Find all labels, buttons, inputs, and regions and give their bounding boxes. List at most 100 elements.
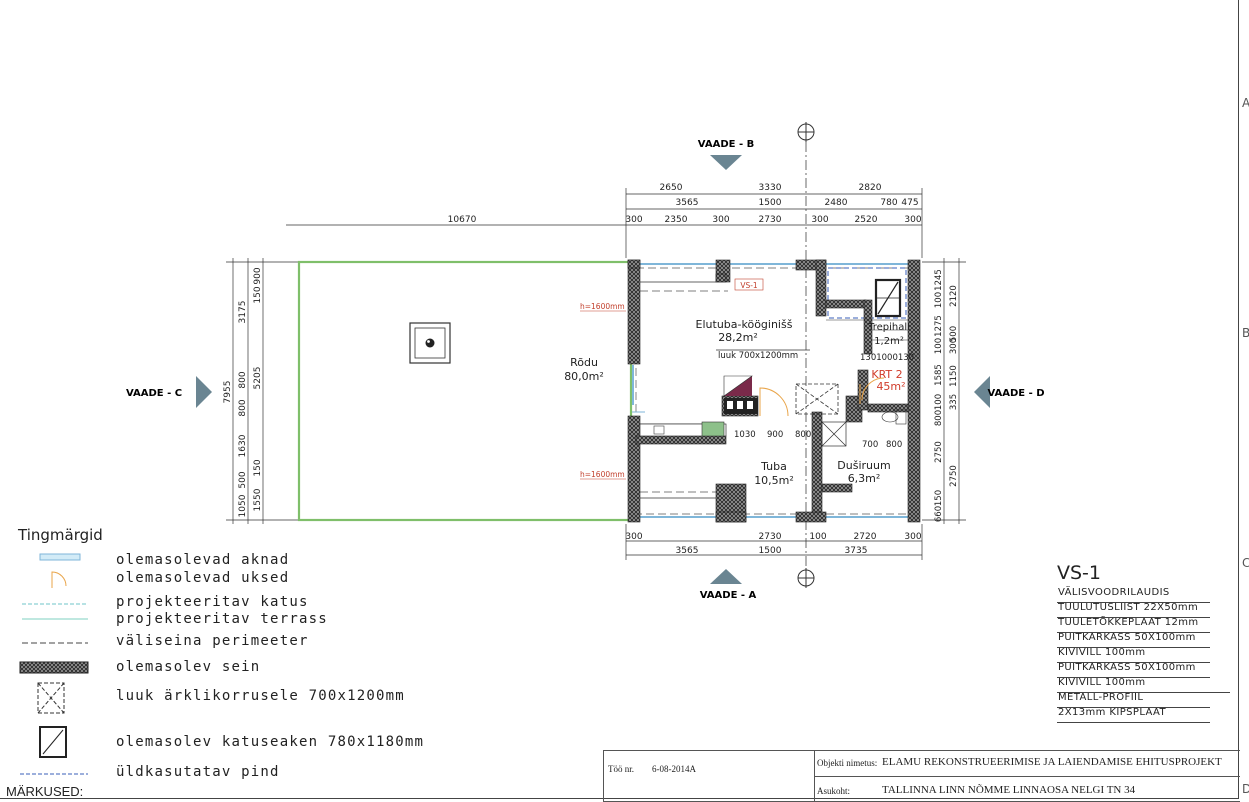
frame-letter-d: D [1242, 782, 1249, 796]
svg-text:1245: 1245 [934, 269, 944, 291]
vs1-layer: TUULETÕKKEPLAAT 12mm [1057, 617, 1210, 633]
svg-text:1585: 1585 [934, 364, 944, 386]
view-marker-c: VAADE - C [126, 376, 212, 408]
vs1-layer: PUITKARKASS 50X100mm [1057, 632, 1210, 648]
svg-text:5205: 5205 [253, 367, 263, 390]
view-label-c: VAADE - C [126, 388, 182, 399]
svg-text:1630: 1630 [238, 434, 248, 457]
svg-text:1500: 1500 [759, 546, 782, 556]
object-name-value: ELAMU REKONSTRUEERIMISE JA LAIENDAMISE E… [882, 756, 1222, 768]
room-name-shower: Duširuum [837, 459, 890, 472]
svg-text:100: 100 [934, 394, 944, 410]
room-area-living: 28,2m² [718, 331, 758, 344]
sink-icon [653, 425, 665, 435]
common-area-legend-icon [20, 773, 88, 775]
vs1-layer: TUULUTUSLIIST 22X50mm [1057, 602, 1210, 618]
shower-tray [821, 421, 847, 447]
location-value: TALLINNA LINN NÕMME LINNAOSA NELGI TN 34 [882, 784, 1136, 796]
vs1-title: VS-1 [1057, 562, 1102, 584]
vs1-layer: VÄLISVOODRILAUDIS [1057, 587, 1210, 603]
floor-plan: VAADE - B VAADE - A VAADE - C VAADE - D … [126, 122, 1045, 601]
svg-text:10670: 10670 [448, 215, 477, 225]
roof-window-plan [874, 278, 902, 318]
svg-text:100: 100 [809, 532, 826, 542]
svg-text:2650: 2650 [660, 183, 683, 193]
svg-text:2520: 2520 [855, 215, 878, 225]
svg-text:800: 800 [886, 440, 902, 450]
roof-legend-icon [22, 603, 88, 605]
svg-text:150: 150 [934, 490, 944, 506]
svg-text:2750: 2750 [934, 441, 944, 463]
view-marker-b: VAADE - B [698, 139, 754, 170]
job-number-label: Töö nr. [608, 764, 634, 774]
svg-text:300: 300 [712, 215, 729, 225]
svg-text:300: 300 [904, 532, 921, 542]
svg-text:300: 300 [625, 215, 642, 225]
svg-text:3735: 3735 [845, 546, 868, 556]
svg-text:2820: 2820 [859, 183, 882, 193]
svg-text:800: 800 [238, 399, 248, 416]
room-area-shower: 6,3m² [848, 472, 881, 485]
toilet-icon [881, 409, 907, 425]
door-legend-icon [51, 571, 67, 588]
svg-text:3330: 3330 [759, 183, 782, 193]
svg-text:3565: 3565 [676, 198, 699, 208]
stove-icon [701, 421, 725, 437]
svg-text:2750: 2750 [949, 465, 959, 487]
legend-title: Tingmärgid [18, 526, 103, 544]
room-name-tuba: Tuba [760, 460, 787, 473]
markused-label: MÄRKUSED: [6, 784, 84, 799]
legend-row-roof-window: olemasolev katuseaken 780x1180mm [18, 724, 438, 760]
view-label-d: VAADE - D [987, 388, 1044, 399]
legend-row-doors: olemasolevad uksed [18, 568, 438, 590]
legend-row-common: üldkasutatav pind [18, 762, 438, 784]
legend-row-terrace: projekteeritav terrass [18, 609, 438, 631]
svg-text:335: 335 [949, 394, 959, 410]
stair-dim: 1301000130 [860, 353, 914, 363]
room-name-balcony: Rõdu [570, 356, 598, 369]
svg-text:3565: 3565 [676, 546, 699, 556]
room-area-tuba: 10,5m² [754, 474, 794, 487]
svg-text:780: 780 [880, 198, 897, 208]
room-name-krt: KRT 2 [871, 368, 902, 381]
svg-text:1030: 1030 [734, 430, 756, 440]
room-name-living: Elutuba-kööginišš [696, 318, 793, 331]
svg-text:7955: 7955 [223, 381, 233, 404]
svg-text:150: 150 [253, 286, 263, 303]
svg-text:100: 100 [934, 292, 944, 308]
hatch-symbol [795, 383, 839, 415]
hatch-note: luuk 700x1200mm [718, 351, 798, 361]
svg-text:800: 800 [238, 371, 248, 388]
vs1-layer: PUITKARKASS 50X100mm [1057, 662, 1210, 678]
legend-row-windows: olemasolevad aknad [18, 550, 438, 572]
svg-text:1150: 1150 [949, 365, 959, 387]
hatch-legend-icon [37, 682, 65, 714]
title-block: Töö nr. 6-08-2014A Objekti nimetus: ELAM… [603, 750, 1240, 802]
svg-text:100: 100 [934, 338, 944, 354]
vs1-layer: KIVIVILL 100mm [1057, 647, 1210, 663]
svg-text:2730: 2730 [759, 215, 782, 225]
vs-tag: VS-1 [740, 281, 758, 290]
vs1-layer: KIVIVILL 100mm [1057, 677, 1230, 693]
height-note-2: h=1600mm [580, 470, 625, 479]
svg-text:500: 500 [949, 326, 959, 342]
vs-tag-box [734, 278, 764, 291]
terrace-legend-icon [22, 618, 88, 620]
roof-window-legend-icon [39, 726, 67, 758]
svg-text:2720: 2720 [854, 532, 877, 542]
svg-text:1050: 1050 [238, 494, 248, 517]
svg-text:300: 300 [904, 215, 921, 225]
room-area-stair: 1,2m² [874, 336, 904, 347]
svg-text:800: 800 [795, 430, 811, 440]
fireplace-icon [723, 375, 758, 414]
svg-text:660: 660 [934, 506, 944, 522]
view-label-b: VAADE - B [698, 139, 754, 150]
view-marker-d: VAADE - D [974, 376, 1045, 408]
svg-text:700: 700 [862, 440, 878, 450]
view-marker-a: VAADE - A [700, 569, 757, 601]
svg-text:1550: 1550 [253, 488, 263, 511]
svg-text:500: 500 [238, 471, 248, 488]
svg-text:150: 150 [253, 459, 263, 476]
svg-text:900: 900 [767, 430, 783, 440]
